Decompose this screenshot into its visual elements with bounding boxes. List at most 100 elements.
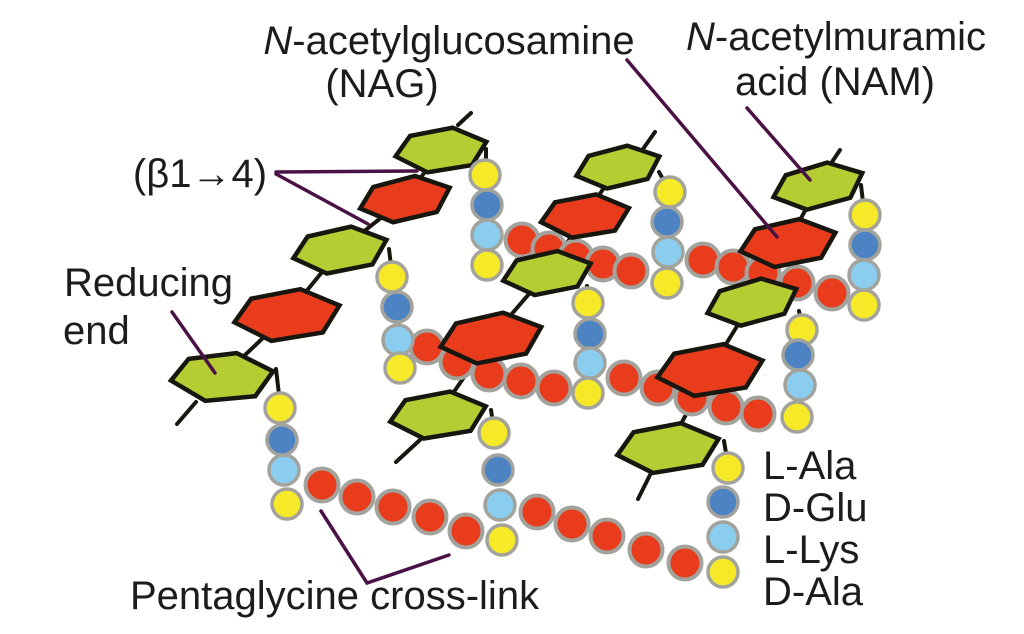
strand-end-tail (636, 473, 652, 501)
pentaglycine-bead (447, 512, 485, 550)
nam-hexagon (499, 248, 594, 298)
pentaglycine-cross-link-label: Pentaglycine cross-link (130, 574, 540, 618)
reducing-end-pointer (170, 310, 217, 375)
reducing-end-label-line1: Reducing (64, 261, 234, 305)
amino-acid-circle-d-glu (650, 205, 684, 239)
nag-hexagon (737, 216, 839, 270)
beta-bond-pointer-lower (274, 172, 370, 226)
amino-acid-circle-l-ala (711, 451, 745, 485)
amino-acid-circle-l-lys (573, 346, 607, 380)
nam-hexagon (770, 160, 866, 212)
amino-acid-circle-d-ala (383, 351, 417, 385)
amino-acid-circle-d-glu (481, 453, 515, 487)
amino-acid-circle-l-ala (477, 416, 511, 450)
amino-acid-circle-l-ala (263, 391, 297, 425)
peptide-chains (263, 158, 882, 589)
sugar-hexagons (167, 125, 866, 476)
amino-acid-circle-l-lys (470, 218, 504, 252)
nag-label-line2: (NAG) (325, 62, 439, 106)
nam-hexagon (704, 276, 800, 328)
pentaglycine-bead (627, 531, 665, 569)
nag-pointer-line (625, 58, 779, 239)
amino-acid-circle-d-glu (706, 485, 740, 519)
nag-label-line1: N-acetylglucosamine (263, 19, 634, 63)
amino-acid-circle-d-ala (780, 400, 814, 434)
nag-hexagon (537, 192, 633, 240)
amino-acid-label-d-glu: D-Glu (763, 486, 868, 530)
pentaglycine-bead (739, 395, 777, 433)
amino-acid-circle-l-ala (468, 158, 502, 192)
strand-end-tail (641, 130, 657, 151)
nam-hexagon (392, 125, 490, 175)
nam-label-line1: N-acetylmuramic (686, 15, 986, 59)
amino-acid-circle-l-lys (783, 368, 817, 402)
amino-acid-label-d-ala: D-Ala (763, 570, 864, 614)
pentaglycine-bead (502, 362, 540, 400)
amino-acid-circle-d-ala (706, 555, 740, 589)
nam-label-rest: -acetylmuramic (714, 15, 987, 59)
pentaglycine-bead (813, 274, 851, 312)
amino-acid-label-l-ala: L-Ala (763, 444, 857, 488)
amino-acid-circle-l-lys (381, 323, 415, 357)
amino-acid-circle-d-glu (573, 317, 607, 351)
nam-hexagon (167, 350, 277, 404)
amino-acid-circle-d-glu (265, 423, 299, 457)
amino-acid-circle-d-ala (847, 288, 881, 322)
pentaglycine-bead (338, 478, 376, 516)
nag-hexagon (437, 310, 545, 366)
amino-acid-circle-l-lys (651, 235, 685, 269)
strand-end-tail (830, 148, 842, 164)
nam-hexagon (573, 143, 663, 191)
amino-acid-circle-l-lys (706, 520, 740, 554)
amino-acid-label-l-lys: L-Lys (763, 528, 860, 572)
amino-acid-circle-d-ala (470, 248, 504, 282)
nam-pointer-line (745, 106, 812, 182)
amino-acid-circle-l-ala (653, 175, 687, 209)
strand-end-tail (175, 400, 198, 426)
nam-label-line2: acid (NAM) (734, 60, 936, 104)
pentaglycine-bead (666, 544, 704, 582)
amino-acid-circle-d-glu (848, 228, 882, 262)
pentaglycine-bead (605, 359, 643, 397)
amino-acid-circle-l-ala (571, 286, 605, 320)
amino-acid-circle-d-glu (781, 338, 815, 372)
pentaglycine-bead (684, 241, 722, 279)
nag-label-italic-n: N (263, 19, 293, 63)
nag-label-rest: -acetylglucosamine (292, 19, 635, 63)
amino-acid-labels: L-Ala D-Glu L-Lys D-Ala (763, 445, 867, 613)
pentaglycine-bead (707, 388, 745, 426)
amino-acid-circle-l-lys (483, 488, 517, 522)
amino-acid-circle-l-ala (375, 260, 409, 294)
pentaglycine-bead (303, 466, 341, 504)
pentaglycine-pointer (319, 509, 451, 586)
reducing-end-label-line2: end (63, 309, 130, 353)
pentaglycine-bridges (303, 221, 851, 582)
pentaglycine-bead (411, 498, 449, 536)
amino-acid-circle-d-ala (485, 523, 519, 557)
pentaglycine-bead (553, 505, 591, 543)
amino-acid-circle-l-lys (267, 453, 301, 487)
amino-acid-circle-l-lys (847, 258, 881, 292)
nam-hexagon (290, 224, 390, 276)
strand-end-tail (456, 111, 473, 127)
pentaglycine-bead (588, 517, 626, 555)
pentaglycine-bead (612, 252, 650, 290)
amino-acid-circle-d-glu (380, 290, 414, 324)
amino-acid-circle-d-ala (270, 487, 304, 521)
nam-hexagon (386, 389, 490, 441)
strand-end-tail (394, 437, 423, 464)
nam-label-italic-n: N (685, 15, 715, 59)
beta-1-4-bond-label: (β1→4) (132, 152, 268, 196)
amino-acid-circle-d-glu (470, 188, 504, 222)
amino-acid-circle-l-ala (848, 198, 882, 232)
nag-hexagon (654, 341, 766, 399)
nag-hexagon (231, 286, 343, 344)
pointer-lines (170, 58, 812, 586)
pentaglycine-bead (518, 493, 556, 531)
nam-hexagon (613, 420, 722, 476)
amino-acid-circle-d-ala (650, 266, 684, 300)
amino-acid-circle-d-ala (571, 376, 605, 410)
pentaglycine-bead (535, 369, 573, 407)
